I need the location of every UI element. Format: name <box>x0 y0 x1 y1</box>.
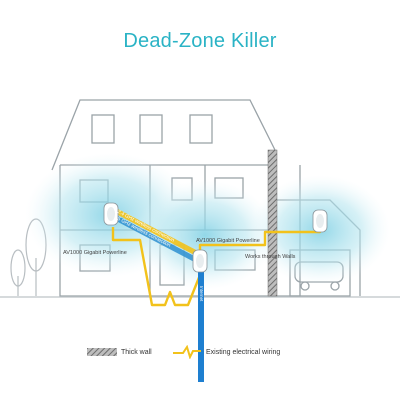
powerline-device-left <box>103 202 119 226</box>
electrical-wiring <box>111 227 322 307</box>
beam-lower <box>118 216 200 265</box>
right-device-label: Works through Walls <box>245 254 296 260</box>
internet-label: Internet <box>199 286 204 302</box>
powerline-device-right <box>312 209 328 233</box>
powerline-device-center <box>192 249 208 273</box>
page-title: Dead-Zone Killer <box>123 30 277 52</box>
center-device-label: AV1000 Gigabit Powerline <box>196 238 260 244</box>
beam-upper <box>118 209 200 258</box>
wiring-icon <box>173 345 201 359</box>
thick-wall <box>267 149 278 297</box>
legend-wiring: Existing electrical wiring <box>206 349 281 356</box>
thick-wall-icon <box>87 348 117 356</box>
internet-cable <box>198 272 204 382</box>
left-device-label: AV1000 Gigabit Powerline <box>63 250 127 256</box>
wifi-glow-center <box>135 180 275 290</box>
legend-thick-wall: Thick wall <box>121 349 152 356</box>
